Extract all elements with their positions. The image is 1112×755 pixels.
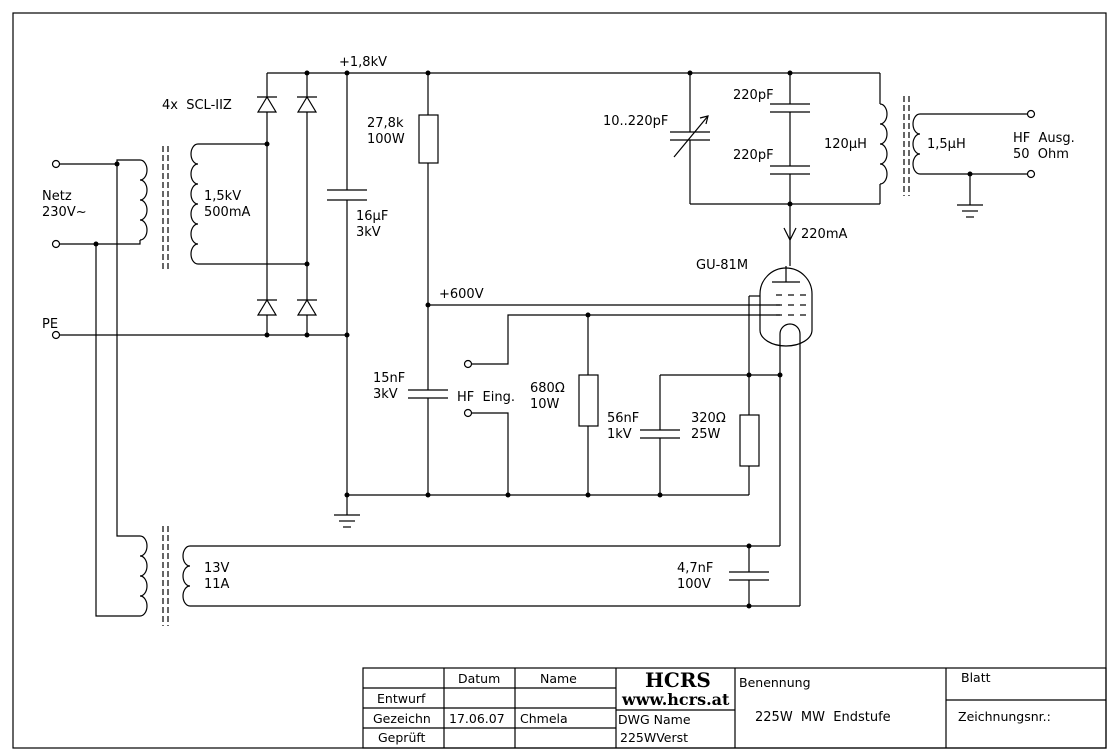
label-mains-name: Netz — [42, 189, 72, 204]
hv-transformer — [139, 143, 307, 272]
filter-capacitor — [327, 73, 367, 495]
label-heater-cap-voltage: 100V — [677, 577, 711, 592]
label-heater-voltage: 13V — [204, 561, 230, 576]
bleeder-resistor — [418, 73, 439, 308]
label-hv-sec-voltage: 1,5kV — [204, 189, 241, 204]
hv-rail — [307, 70, 880, 76]
tube-gu81m — [749, 266, 813, 606]
tb-sheet-label: Blatt — [961, 670, 991, 685]
heater-transformer-secondary — [182, 545, 191, 607]
label-rf-output-2: 50 Ohm — [1013, 147, 1069, 162]
protective-earth — [51, 330, 350, 340]
tb-drafted-name: Chmela — [520, 711, 568, 726]
cathode-network — [640, 296, 783, 495]
hv-transformer-primary — [139, 159, 148, 241]
label-coupling-coil: 1,5µH — [927, 137, 966, 152]
pe-terminal — [51, 330, 61, 340]
component-labels: +1,8kV 4x SCL-IIZ Netz 230V~ 1,5kV 500mA… — [42, 55, 1075, 592]
label-tank-coil: 120µH — [824, 137, 867, 152]
tb-website: www.hcrs.at — [621, 690, 730, 709]
rf-output-terminal-1 — [1026, 109, 1036, 119]
tank-coil — [879, 103, 888, 185]
label-cathode-res-power: 25W — [691, 427, 721, 442]
tb-col-date: Datum — [458, 671, 500, 686]
tb-dwg-name: 225WVerst — [620, 730, 688, 745]
label-filter-cap-value: 16µF — [356, 209, 388, 224]
diode-1 — [256, 95, 278, 113]
label-pad-cap-top: 220pF — [733, 88, 774, 103]
output-tank — [670, 73, 1036, 266]
diode-3 — [256, 298, 278, 316]
title-block: Datum Name Entwurf Gezeichn Geprüft 17.0… — [362, 667, 1107, 749]
label-heater-cap-value: 4,7nF — [677, 561, 713, 576]
grid-resistor — [578, 315, 599, 495]
label-supply-hv: +1,8kV — [339, 55, 387, 70]
hv-transformer-secondary — [190, 143, 199, 265]
tb-col-name: Name — [540, 671, 577, 686]
tb-row-drawn: Entwurf — [377, 691, 426, 706]
label-heater-current: 11A — [204, 577, 230, 592]
screen-bypass-capacitor — [408, 305, 448, 495]
label-tube-type: GU-81M — [696, 258, 748, 273]
tb-dwg-label: DWG Name — [618, 712, 691, 727]
tb-title-label: Benennung — [739, 675, 811, 690]
tube-filament — [779, 323, 801, 345]
ground-bus — [334, 492, 749, 528]
rf-input — [463, 312, 780, 495]
mains-terminal-1 — [51, 159, 61, 169]
tb-drawing-no-label: Zeichnungsnr.: — [958, 709, 1051, 724]
label-screen-cap-voltage: 3kV — [373, 387, 398, 402]
label-plate-current: 220mA — [801, 227, 847, 242]
label-rf-input: HF Eing. — [457, 390, 515, 405]
label-tune-cap: 10..220pF — [603, 114, 668, 129]
label-cathode-res-value: 320Ω — [691, 411, 726, 426]
label-grid-res-power: 10W — [530, 397, 560, 412]
label-bleeder-value: 27,8k — [367, 116, 404, 131]
label-bypass-cap-value: 56nF — [607, 411, 639, 426]
tb-title: 225W MW Endstufe — [755, 710, 891, 725]
tb-company-logo: HCRS — [645, 668, 711, 692]
bridge-rectifier — [256, 70, 318, 338]
label-bleeder-power: 100W — [367, 132, 405, 147]
diode-2 — [296, 95, 318, 113]
heater-transformer-primary — [139, 535, 148, 617]
cathode-resistor — [739, 414, 760, 467]
coupling-coil — [912, 113, 921, 175]
label-bypass-cap-voltage: 1kV — [607, 427, 632, 442]
label-screen-cap-value: 15nF — [373, 371, 405, 386]
rf-input-terminal-1 — [463, 359, 473, 369]
label-grid-res-value: 680Ω — [530, 381, 565, 396]
label-filter-cap-voltage: 3kV — [356, 225, 381, 240]
tb-row-checked: Geprüft — [378, 730, 426, 745]
label-mains-voltage: 230V~ — [42, 205, 87, 220]
tb-drafted-date: 17.06.07 — [449, 711, 505, 726]
mains-terminal-2 — [51, 239, 61, 249]
label-pad-cap-bottom: 220pF — [733, 148, 774, 163]
label-pe: PE — [42, 317, 58, 332]
rf-output-terminal-2 — [1026, 169, 1036, 179]
heater-transformer — [95, 164, 800, 626]
tube-envelope — [759, 267, 813, 347]
label-rf-output-1: HF Ausg. — [1013, 131, 1075, 146]
diode-4 — [296, 298, 318, 316]
tb-row-drafted: Gezeichn — [373, 711, 431, 726]
rf-input-terminal-2 — [463, 408, 473, 418]
label-hv-sec-current: 500mA — [204, 205, 250, 220]
label-rectifier-type: 4x SCL-IIZ — [162, 98, 232, 113]
label-screen-supply: +600V — [439, 287, 484, 302]
